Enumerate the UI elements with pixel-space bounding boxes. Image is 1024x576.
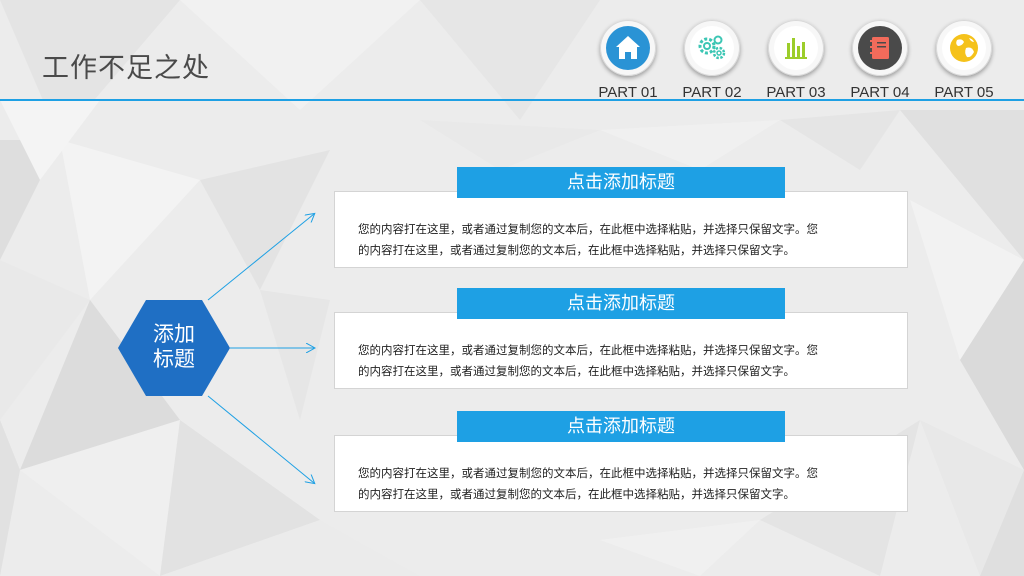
notebook-icon (858, 26, 902, 70)
content-item-3: 点击添加标题 您的内容打在这里，或者通过复制您的文本后，在此框中选择粘贴，并选择… (334, 411, 908, 529)
content-box[interactable] (334, 435, 908, 512)
item-text-line-2: 的内容打在这里，或者通过复制您的文本后，在此框中选择粘贴，并选择只保留文字。 (358, 243, 795, 257)
content-box[interactable] (334, 191, 908, 268)
nav-label: PART 02 (682, 84, 742, 101)
content-item-1: 点击添加标题 您的内容打在这里，或者通过复制您的文本后，在此框中选择粘贴，并选择… (334, 167, 908, 285)
item-text[interactable]: 您的内容打在这里，或者通过复制您的文本后，在此框中选择粘贴，并选择只保留文字。您… (358, 340, 888, 382)
nav-part-04[interactable]: PART 04 (838, 18, 922, 104)
center-label-line-1: 添加 (153, 322, 195, 346)
home-icon (606, 26, 650, 70)
globe-icon (942, 26, 986, 70)
nav-label: PART 03 (766, 84, 826, 101)
page-title: 工作不足之处 (42, 53, 210, 84)
nav-part-03[interactable]: PART 03 (754, 18, 838, 104)
nav-part-02[interactable]: PART 02 (670, 18, 754, 104)
center-label-line-2: 标题 (153, 347, 195, 371)
nav-badge (768, 20, 824, 76)
bar-chart-icon (774, 26, 818, 70)
nav-badge (936, 20, 992, 76)
nav-badge (852, 20, 908, 76)
nav-label: PART 04 (850, 84, 910, 101)
nav-part-05[interactable]: PART 05 (922, 18, 1006, 104)
arrow-to-item-1 (207, 214, 314, 301)
item-title[interactable]: 点击添加标题 (457, 411, 785, 442)
item-text-line-2: 的内容打在这里，或者通过复制您的文本后，在此框中选择粘贴，并选择只保留文字。 (358, 364, 795, 378)
item-title[interactable]: 点击添加标题 (457, 288, 785, 319)
nav-label: PART 05 (934, 84, 994, 101)
nav-badge (684, 20, 740, 76)
nav-badge (600, 20, 656, 76)
item-text[interactable]: 您的内容打在这里，或者通过复制您的文本后，在此框中选择粘贴，并选择只保留文字。您… (358, 463, 888, 505)
item-text-line-2: 的内容打在这里，或者通过复制您的文本后，在此框中选择粘贴，并选择只保留文字。 (358, 487, 795, 501)
nav-label: PART 01 (598, 84, 658, 101)
content-item-2: 点击添加标题 您的内容打在这里，或者通过复制您的文本后，在此框中选择粘贴，并选择… (334, 288, 908, 406)
center-label[interactable]: 添加 标题 (128, 322, 220, 378)
header-divider (0, 99, 1024, 101)
item-title[interactable]: 点击添加标题 (457, 167, 785, 198)
arrow-to-item-3 (207, 395, 314, 483)
item-text[interactable]: 您的内容打在这里，或者通过复制您的文本后，在此框中选择粘贴，并选择只保留文字。您… (358, 219, 888, 261)
item-text-line-1: 您的内容打在这里，或者通过复制您的文本后，在此框中选择粘贴，并选择只保留文字。您 (358, 343, 818, 357)
gears-icon (690, 26, 734, 70)
item-text-line-1: 您的内容打在这里，或者通过复制您的文本后，在此框中选择粘贴，并选择只保留文字。您 (358, 466, 818, 480)
nav-part-01[interactable]: PART 01 (586, 18, 670, 104)
content-box[interactable] (334, 312, 908, 389)
center-hexagon (118, 300, 230, 396)
item-text-line-1: 您的内容打在这里，或者通过复制您的文本后，在此框中选择粘贴，并选择只保留文字。您 (358, 222, 818, 236)
